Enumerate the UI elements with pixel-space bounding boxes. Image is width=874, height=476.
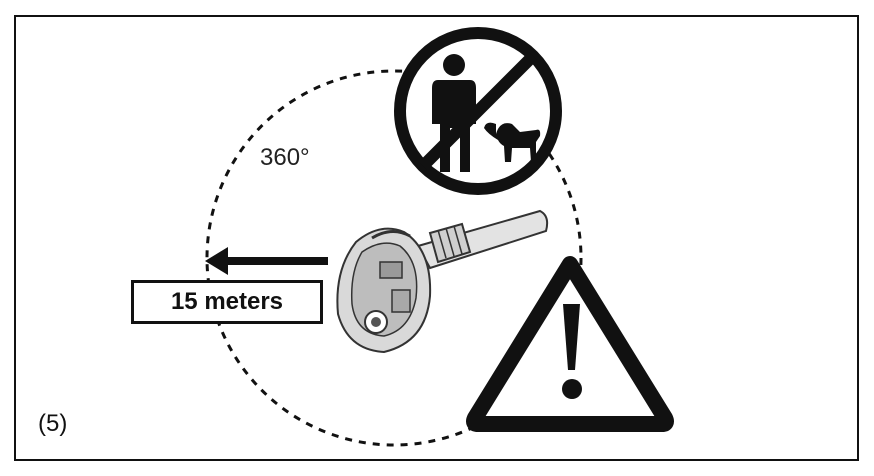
safety-radius-circle [205, 69, 583, 447]
figure-frame [14, 15, 859, 461]
leaf-blower-illustration [336, 209, 549, 354]
no-people-or-animals-icon [394, 27, 562, 195]
left-arrow-icon [205, 247, 328, 275]
angle-label: 360° [260, 144, 310, 171]
distance-label: 15 meters [131, 280, 323, 324]
figure-number: (5) [38, 410, 68, 437]
warning-triangle-icon [466, 256, 674, 432]
